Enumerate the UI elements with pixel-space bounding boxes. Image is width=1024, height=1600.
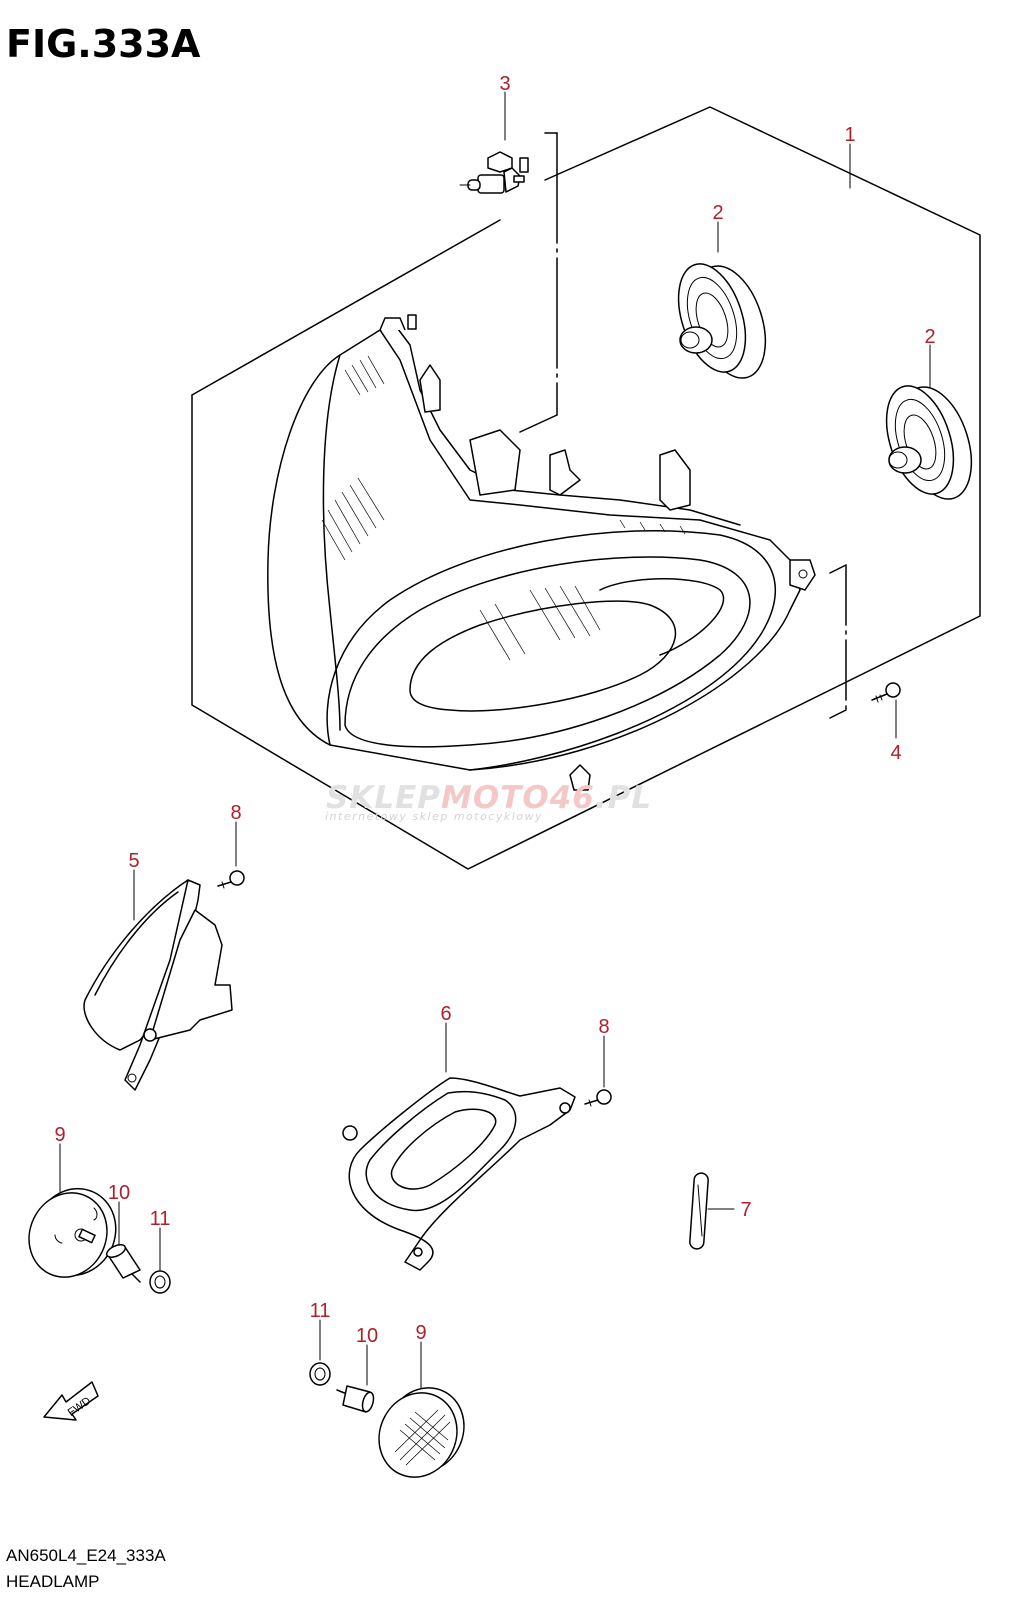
figure-name: HEADLAMP xyxy=(6,1572,100,1591)
washer-part-11-right xyxy=(309,1362,331,1386)
bulb-socket-upper xyxy=(677,263,767,379)
callout-6: 6 xyxy=(440,1003,451,1025)
screw-part-8-lower xyxy=(584,1089,612,1107)
callout-2b: 2 xyxy=(924,326,935,348)
screw-part-8-upper xyxy=(217,870,245,889)
callout-5: 5 xyxy=(128,850,139,872)
callout-2a: 2 xyxy=(712,202,723,224)
forward-direction-arrow: FWD xyxy=(43,1381,99,1421)
washer-part-11-left xyxy=(149,1270,171,1294)
reflector-part-9-left xyxy=(28,1187,117,1278)
figure-title: FIG.333A xyxy=(6,22,201,66)
headlamp-unit xyxy=(267,314,816,791)
leader-lines xyxy=(59,91,931,1393)
callout-1: 1 xyxy=(844,124,855,146)
clip-part-7 xyxy=(689,1172,709,1250)
spacer-part-10-right xyxy=(336,1385,375,1413)
callout-labels: 1 2 2 3 4 8 5 6 8 9 10 11 7 11 10 9 xyxy=(54,73,935,1347)
callout-8a: 8 xyxy=(230,802,241,824)
callout-10b: 10 xyxy=(356,1325,378,1347)
callout-9a: 9 xyxy=(54,1124,65,1146)
reflector-part-9-right xyxy=(378,1387,465,1478)
watermark-tagline: internetowy sklep motocyklowy xyxy=(325,810,544,823)
screw-part-4 xyxy=(871,682,901,703)
callout-10a: 10 xyxy=(108,1182,130,1204)
callout-3: 3 xyxy=(499,73,510,95)
callout-11a: 11 xyxy=(150,1208,171,1230)
callout-9b: 9 xyxy=(415,1322,426,1344)
callout-11b: 11 xyxy=(310,1300,331,1322)
bulb-socket-lower xyxy=(885,385,973,500)
figure-code: AN650L4_E24_333A xyxy=(6,1546,166,1565)
watermark-brand: SKLEPMOTO46.PL xyxy=(326,780,653,816)
callout-4: 4 xyxy=(890,742,901,764)
side-cover-part-5 xyxy=(83,879,233,1091)
assembly-outline xyxy=(191,106,981,870)
headlamp-bulb xyxy=(459,151,529,194)
callout-8b: 8 xyxy=(598,1016,609,1038)
callout-7: 7 xyxy=(740,1199,751,1221)
trim-frame-part-6 xyxy=(342,1077,576,1271)
spacer-part-10-left xyxy=(105,1244,141,1283)
